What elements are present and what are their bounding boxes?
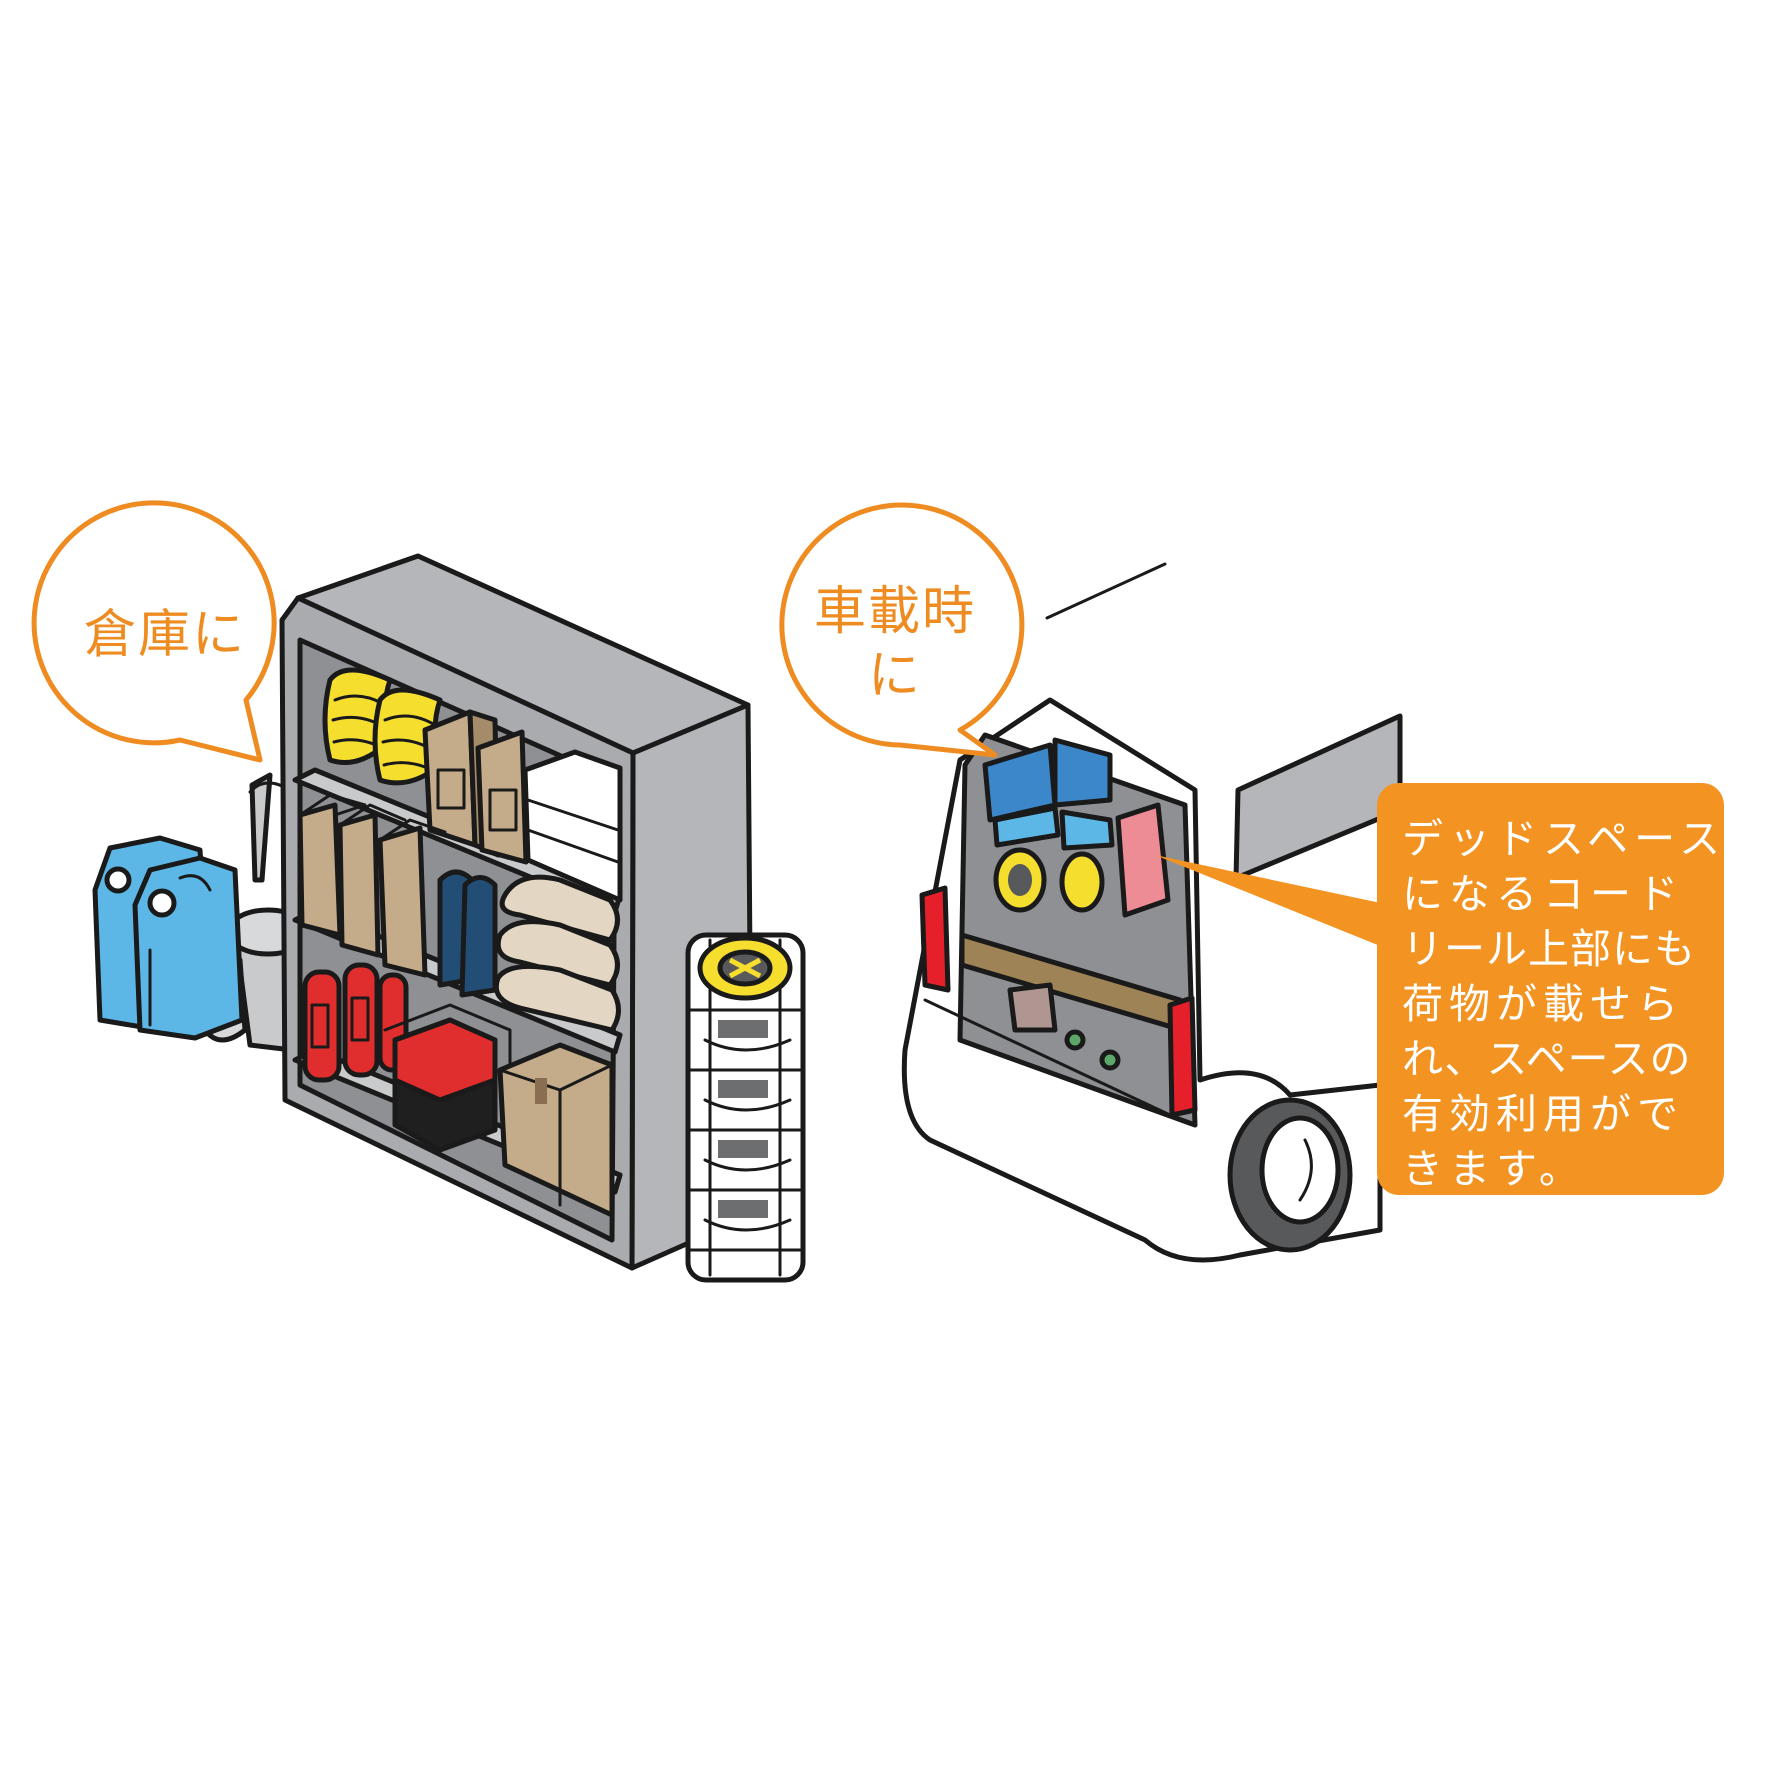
van-illustration — [901, 562, 1403, 1263]
vehicle-bubble-line1: 車載時 — [813, 582, 976, 642]
callout-pointer — [1155, 855, 1390, 950]
callout-line-5: れ、スペースの — [1402, 1035, 1692, 1083]
yellow-cords-icon — [322, 667, 443, 786]
cardboard-box-icon — [497, 1042, 615, 1218]
callout-text: デッドスペース になるコード リール上部にも 荷物が載せら れ、スペースの 有効… — [1402, 812, 1727, 1197]
vehicle-bubble-label: 車載時 に — [795, 580, 995, 708]
callout-line-6: 有効利用がで — [1402, 1090, 1684, 1138]
callout-line-3: リール上部にも — [1402, 925, 1696, 973]
speech-bubble-storage — [31, 500, 277, 763]
speech-bubble-vehicle — [779, 502, 1025, 758]
callout-line-2: になるコード — [1402, 870, 1684, 918]
rubber-boots-icon — [437, 869, 498, 998]
futons-icon — [493, 874, 621, 1033]
cardboard-files-icon — [297, 793, 447, 978]
storage-bubble-label: 倉庫に — [83, 605, 246, 665]
callout-line-1: デッドスペース — [1402, 815, 1727, 863]
generator-icon — [383, 1003, 512, 1153]
callout-box — [1377, 783, 1724, 1195]
stacked-cord-reels-illustration — [685, 932, 806, 1283]
callout-line-7: きます。 — [1402, 1145, 1586, 1193]
callout-line-4: 荷物が載せら — [1402, 980, 1684, 1028]
storage-shelf-illustration — [92, 553, 755, 1271]
vehicle-bubble-line2: に — [867, 646, 922, 706]
water-tanks-icon — [92, 835, 245, 1041]
fire-extinguishers-icon — [302, 962, 409, 1083]
file-boxes-icon — [422, 709, 623, 903]
